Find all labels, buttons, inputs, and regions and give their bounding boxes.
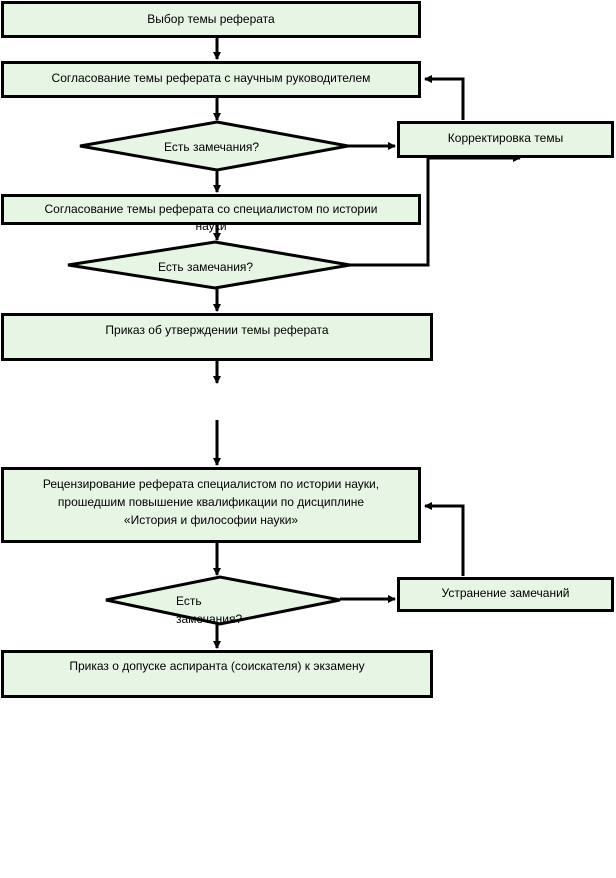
step-topic-correction-label: Корректировка темы — [447, 131, 564, 145]
step-review-line2: прошедшим повышение квалификации по дисц… — [57, 495, 365, 509]
decision-2-label: Есть замечания? — [158, 260, 254, 274]
decision-3-label-line1: Есть — [176, 594, 202, 608]
step-topic-correction: Корректировка темы — [397, 121, 614, 158]
step-supervisor-approval-label: Согласование темы реферата с научным рук… — [51, 71, 371, 85]
step-topic-choice: Выбор темы реферата — [1, 1, 421, 38]
arrow-correction-to-supervisor — [424, 75, 465, 120]
step-fix-remarks-label: Устранение замечаний — [441, 586, 570, 600]
step-fix-remarks: Устранение замечаний — [397, 577, 614, 612]
step-specialist-approval-line1: Согласование темы реферата со специалист… — [44, 202, 378, 216]
step-exam-admission-order: Приказ о допуске аспиранта (соискателя) … — [1, 650, 433, 698]
step-specialist-approval-line2: науки — [195, 219, 227, 233]
step-exam-admission-order-label: Приказ о допуске аспиранта (соискателя) … — [69, 659, 365, 673]
step-approval-order: Приказ об утверждении темы реферата — [1, 313, 433, 361]
step-review: Рецензирование реферата специалистом по … — [1, 467, 421, 543]
step-topic-choice-label: Выбор темы реферата — [147, 12, 275, 26]
step-specialist-approval: Согласование темы реферата со специалист… — [1, 194, 421, 233]
decision-1-label: Есть замечания? — [164, 140, 260, 154]
step-supervisor-approval: Согласование темы реферата с научным рук… — [1, 61, 421, 98]
decision-3-label-line2: замечания? — [176, 612, 243, 626]
arrow-q2-to-correction — [350, 154, 521, 267]
step-review-line1: Рецензирование реферата специалистом по … — [42, 477, 380, 491]
arrow-fix-to-review — [424, 502, 465, 576]
step-review-line3: «История и философии науки» — [123, 513, 299, 527]
step-approval-order-label: Приказ об утверждении темы реферата — [105, 323, 329, 337]
